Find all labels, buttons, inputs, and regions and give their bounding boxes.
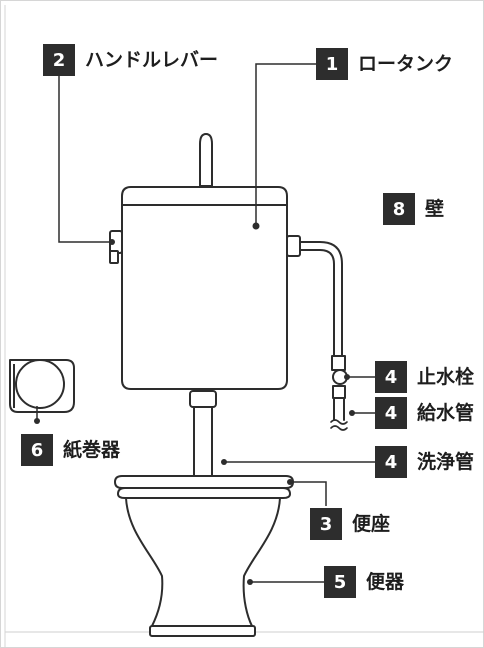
dot-bowl <box>247 579 253 585</box>
callout-number: 2 <box>43 44 75 76</box>
callout-label: ハンドルレバー <box>85 49 219 71</box>
flush-pipe-joint <box>189 390 217 408</box>
dot-seat <box>287 479 293 485</box>
callout-label: 便座 <box>352 513 391 535</box>
callout-label: 給水管 <box>417 402 475 424</box>
callout-number: 1 <box>316 48 348 80</box>
leader-handle <box>58 76 112 243</box>
callout-number: 4 <box>375 397 407 429</box>
toilet-seat <box>114 475 294 489</box>
tank-body <box>121 204 288 390</box>
callout-wall: 8 壁 <box>383 193 444 225</box>
callout-label: 紙巻器 <box>63 439 121 461</box>
handle-knob <box>109 250 119 264</box>
tank-top-spout <box>199 133 213 187</box>
dot-stop-valve <box>344 374 350 380</box>
toilet-rim <box>117 487 291 499</box>
floor-pipe <box>333 397 345 421</box>
flush-pipe <box>193 406 213 477</box>
dot-handle <box>109 239 115 245</box>
callout-number: 6 <box>21 434 53 466</box>
paper-roll <box>15 359 65 409</box>
callout-supply-pipe: 4 給水管 <box>375 397 474 429</box>
callout-label: 便器 <box>366 571 405 593</box>
tank-lid <box>121 186 288 206</box>
supply-fitting <box>286 235 301 257</box>
toilet-bowl <box>125 497 281 627</box>
dot-flush <box>221 459 227 465</box>
supply-pipe-inner <box>299 249 335 357</box>
callout-stop-valve: 4 止水栓 <box>375 361 474 393</box>
dot-supply <box>349 410 355 416</box>
callout-label: 止水栓 <box>417 366 475 388</box>
callout-flush-pipe: 4 洗浄管 <box>375 446 474 478</box>
callout-number: 5 <box>324 566 356 598</box>
callout-number: 3 <box>310 508 342 540</box>
toilet-base <box>149 625 256 637</box>
dot-paper <box>34 418 40 424</box>
callout-low-tank: 1 ロータンク <box>316 48 453 80</box>
leader-seat <box>290 481 327 506</box>
stop-valve-top <box>331 355 346 371</box>
supply-pipe <box>299 241 343 357</box>
callout-number: 4 <box>375 446 407 478</box>
pipe-break-mark <box>330 419 348 431</box>
callout-number: 4 <box>375 361 407 393</box>
callout-bowl: 5 便器 <box>324 566 404 598</box>
leader-tank <box>255 63 316 226</box>
callout-label: 洗浄管 <box>417 451 475 473</box>
stop-valve-bottom <box>332 385 346 399</box>
callout-paper-holder: 6 紙巻器 <box>21 434 120 466</box>
callout-label: 壁 <box>425 198 445 220</box>
dot-tank <box>252 222 260 230</box>
callout-label: ロータンク <box>358 53 454 75</box>
callout-handle-lever: 2 ハンドルレバー <box>43 44 218 76</box>
callout-number: 8 <box>383 193 415 225</box>
callout-seat: 3 便座 <box>310 508 390 540</box>
